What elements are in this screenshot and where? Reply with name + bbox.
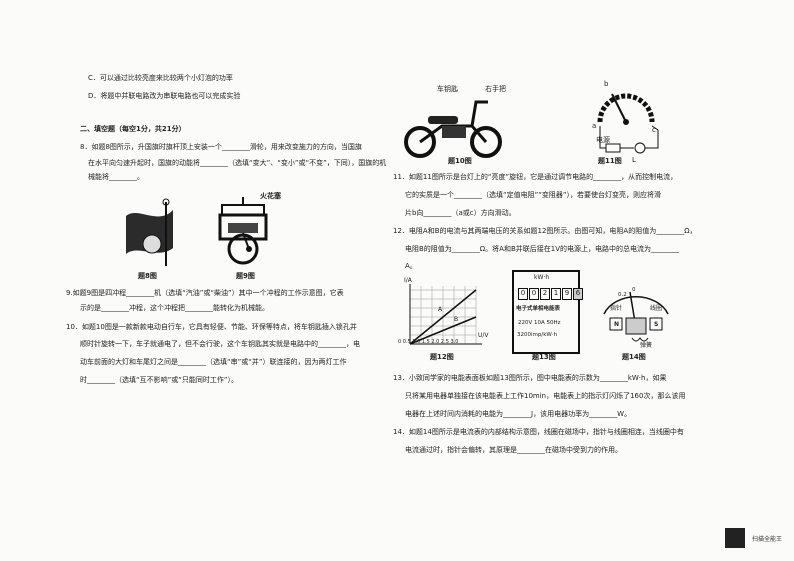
q13-line3: 电器在上述时间内消耗的电能为________J，该用电器功率为________W… xyxy=(405,410,631,418)
q9-line2: 示的是________冲程，这个冲程把________能转化为机械能。 xyxy=(80,304,269,312)
scanner-badge: 扫描全能王 xyxy=(752,536,783,543)
fig14-scale-zero: 0 xyxy=(632,287,636,293)
fig13-spec2: 3200imp/kW·h xyxy=(517,332,558,338)
fig13-digits: 0 0 2 1 9 6 xyxy=(518,288,583,300)
q12-line2: 电阻B的阻值为________Ω。将A和B并联后接在1V的电源上，电路中的总电流… xyxy=(405,245,679,253)
fig13-digit: 0 xyxy=(529,288,539,300)
fig12-label-b: B xyxy=(454,316,459,323)
fig11-b-label: b xyxy=(604,80,609,88)
q9-line1: 9.如题9图是四冲程________机（选填“汽油”或“柴油”）其中一个冲程的工… xyxy=(66,289,344,297)
fig14-coil-label: 线圈 xyxy=(650,305,663,312)
fig13-digit: 9 xyxy=(562,288,572,300)
fig10-key-label: 车钥匙 xyxy=(437,85,458,93)
fig10-caption: 题10图 xyxy=(448,157,472,165)
fig13-digit: 0 xyxy=(518,288,528,300)
fig12-caption: 题12图 xyxy=(430,353,454,361)
q11-line3: 片b向________（a或c）方向滑动。 xyxy=(405,209,516,217)
q13-line2: 只将某用电器单独接在该电能表上工作10min，电能表上的指示灯闪烁了160次，那… xyxy=(405,392,686,400)
q10-line3: 动车前面的大灯和车尾灯之间是________（选填“串”或“并”）联连接的，因为… xyxy=(80,358,347,366)
fig14-ammeter-figure xyxy=(603,291,669,342)
fig14-scale: 0.2 xyxy=(618,292,627,298)
q10-line1: 10．如题10图是一款新款电动自行车，它具有轻便、节能、环保等特点，将车钥匙插入… xyxy=(66,323,357,331)
q14-line1: 14．如题14图所示是电流表的内部结构示意图，线圈在磁场中，指针与线圈相连，当线… xyxy=(393,428,684,436)
section-heading: 二、填空题（每空1分，共21分） xyxy=(80,125,186,133)
q10-line2: 顺时针旋转一下，车子就通电了，但不会行驶，这个车钥匙其实就是电路中的______… xyxy=(80,340,360,348)
fig11-a-label: a xyxy=(592,122,597,130)
fig14-spring-label: 弹簧 xyxy=(640,342,653,349)
fig13-meter: kW·h 0 0 2 1 9 6 电子式单相电能表 220V 10A 50Hz … xyxy=(512,270,583,354)
q10-line4: 时________（选填“互不影响”或“只能同时工作”）。 xyxy=(80,376,239,384)
fig14-s-label: S xyxy=(654,321,659,328)
q12-line3: A。 xyxy=(405,262,417,270)
fig12-ylabel: I/A xyxy=(404,277,412,284)
fig10-ebike-figure xyxy=(404,100,502,158)
q11-line1: 11．如题11图所示是台灯上的“亮度”旋钮，它是通过调节电路的________，… xyxy=(393,173,678,181)
fig11-c-label: c xyxy=(652,126,656,134)
fig9-engine-figure xyxy=(218,197,268,265)
q12-line1: 12．电阻A和B的电流与其两端电压的关系如题12图所示。由图可知，电阻A的阻值为… xyxy=(393,227,697,235)
fig14-pointer-label: 指针 xyxy=(610,305,623,312)
fig11-caption: 题11图 xyxy=(598,157,622,165)
fig13-digit: 6 xyxy=(573,288,583,300)
fig14-caption: 题14图 xyxy=(622,353,646,361)
option-c: C．可以通过比较亮度来比较两个小灯泡的功率 xyxy=(88,74,233,82)
fig8-flag-figure xyxy=(118,196,178,268)
q8-line2: 在水平向匀速升起时，国旗的动能将________（选填“变大”、“变小”或“不变… xyxy=(88,159,387,181)
fig9-caption: 题9图 xyxy=(236,272,255,280)
fig12-label-a: A xyxy=(438,306,443,313)
fig13-digit: 2 xyxy=(540,288,550,300)
fig11-knob-figure xyxy=(597,93,659,154)
fig13-spec1: 220V 10A 50Hz xyxy=(518,320,561,326)
q11-line2: 它的实质是一个________（选填“定值电阻”“变阻器”），若要使台灯变亮，则… xyxy=(405,191,662,199)
fig13-caption: 题13图 xyxy=(532,353,556,361)
fig10-handle-label: 右手把 xyxy=(485,85,506,93)
fig13-digit: 1 xyxy=(551,288,561,300)
q13-line1: 13．小致同学家的电能表面板如题13图所示，图中电能表的示数为________k… xyxy=(393,374,667,382)
fig11-l-label: L xyxy=(632,156,636,164)
q8-line1: 8．如题8图所示，升国旗时旗杆顶上安装一个________滑轮，用来改变施力的方… xyxy=(80,143,362,151)
fig12-xlabel: U/V xyxy=(478,332,489,339)
fig12-iu-graph xyxy=(409,284,482,345)
fig12-xticks: 0 0.5 1.0 1.5 2.0 2.5 3.0 xyxy=(398,339,459,345)
q14-line2: 电流通过时，指针会偏转，其原理是________在磁场中受到力的作用。 xyxy=(405,446,622,454)
option-d: D．将题中并联电路改为串联电路也可以完成实验 xyxy=(88,92,241,100)
fig9-spark-label: 火花塞 xyxy=(260,192,281,200)
fig13-title: 电子式单相电能表 xyxy=(516,306,561,312)
fig11-source-label: 电源 xyxy=(596,136,610,144)
qr-code-icon xyxy=(725,528,745,548)
fig8-caption: 题8图 xyxy=(138,272,157,280)
fig13-unit: kW·h xyxy=(534,274,550,281)
fig14-n-label: N xyxy=(614,321,620,328)
